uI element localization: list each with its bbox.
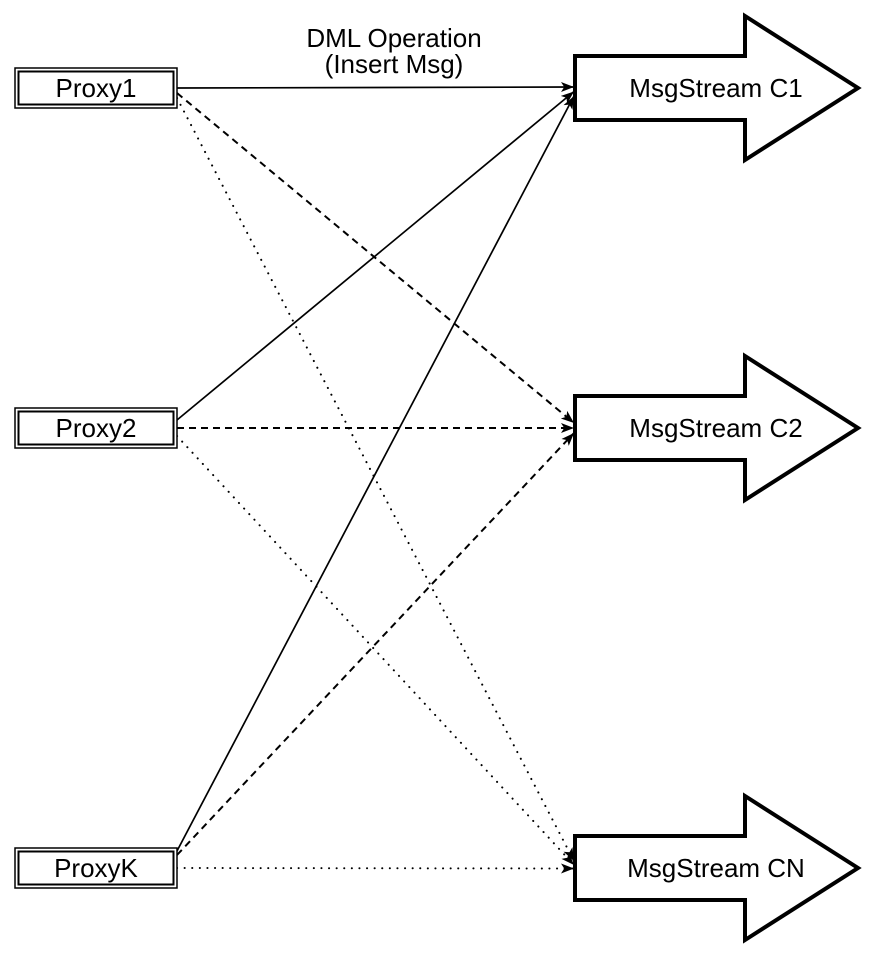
proxyk-label: ProxyK bbox=[54, 853, 138, 883]
edge-annotation: DML Operation (Insert Msg) bbox=[306, 23, 481, 79]
edge-proxy1-msgstream-c1 bbox=[176, 82, 575, 93]
edge-proxyk-msgstream-cn bbox=[176, 863, 575, 874]
node-proxy1: Proxy1 bbox=[14, 67, 178, 109]
msgstream-cn-arrow-shape bbox=[573, 792, 862, 944]
node-proxyk: ProxyK bbox=[14, 847, 178, 889]
edge-proxy2-msgstream-c1 bbox=[176, 90, 575, 421]
msgstream-cn-label: MsgStream CN bbox=[627, 853, 805, 883]
proxy1-box-inner bbox=[17, 70, 175, 106]
proxy2-label: Proxy2 bbox=[56, 413, 137, 443]
edge-proxyk-msgstream-c1 bbox=[176, 95, 575, 852]
edge-proxyk-msgstream-c2 bbox=[176, 432, 575, 856]
proxy2-box-inner bbox=[17, 410, 175, 446]
edge-proxy1-msgstream-c2 bbox=[176, 92, 575, 424]
edge-proxy1-msgstream-cn bbox=[176, 97, 575, 862]
msgstream-c2-arrow-shape bbox=[573, 352, 862, 504]
edges bbox=[176, 82, 575, 874]
msgstream-c2-label: MsgStream C2 bbox=[629, 413, 802, 443]
node-msgstream-c1: MsgStream C1 bbox=[573, 12, 862, 164]
node-msgstream-c2: MsgStream C2 bbox=[573, 352, 862, 504]
proxyk-box-inner bbox=[17, 850, 175, 886]
annotation-line2: (Insert Msg) bbox=[325, 49, 464, 79]
msgstream-c1-arrow-shape bbox=[573, 12, 862, 164]
proxy1-label: Proxy1 bbox=[56, 73, 137, 103]
node-msgstream-cn: MsgStream CN bbox=[573, 792, 862, 944]
msgstream-c1-label: MsgStream C1 bbox=[629, 73, 802, 103]
annotation-line1: DML Operation bbox=[306, 23, 481, 53]
node-proxy2: Proxy2 bbox=[14, 407, 178, 449]
edge-proxy2-msgstream-cn bbox=[176, 435, 575, 866]
